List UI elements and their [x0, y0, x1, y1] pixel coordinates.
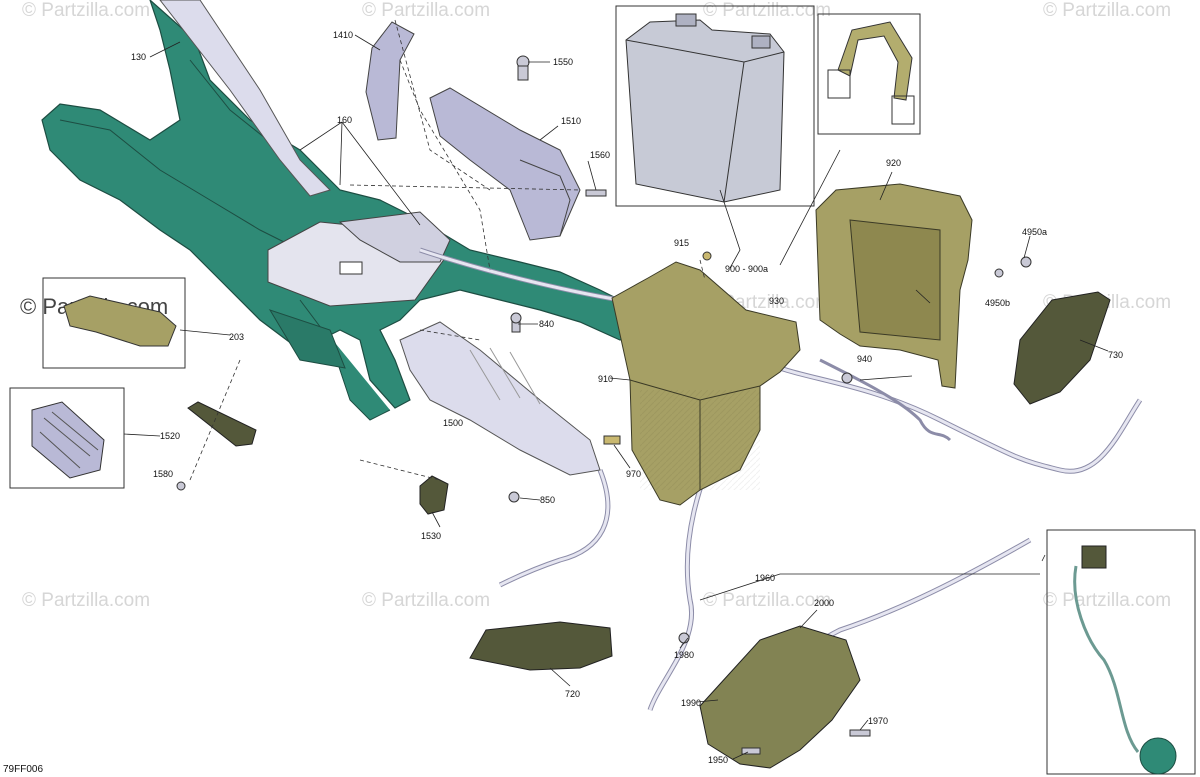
wire-harness: [419, 247, 1143, 711]
battery-inset-box: [615, 5, 815, 207]
watermark: © Partzilla.com: [362, 590, 491, 611]
part-label: 1990: [681, 698, 702, 708]
part-label: 1530: [421, 531, 442, 541]
part-label: 850: [540, 495, 556, 505]
cover-920: [815, 183, 973, 389]
part-label: 1950: [708, 755, 729, 765]
part-label: 1560: [590, 150, 611, 160]
watermark: © Partzilla.com: [22, 590, 151, 611]
ecu-module: [267, 211, 451, 307]
part-label: 1960: [755, 573, 776, 583]
tail-light-730: [1013, 291, 1111, 405]
part-label: 730: [1108, 350, 1124, 360]
strap-inset-box: [817, 13, 921, 135]
part-label: 915: [674, 238, 690, 248]
harness-guide-1500: [399, 321, 601, 476]
leader-lines: [123, 34, 1109, 760]
watermark: © Partzilla.com: [703, 590, 832, 611]
bracket-2000: [699, 625, 861, 769]
battery-strap-part: [827, 21, 915, 125]
frame-assembly: [41, 0, 651, 421]
connector-inset-box: [1046, 529, 1196, 775]
part-label: 130: [131, 52, 147, 62]
clip-inset-box: [42, 277, 186, 369]
connector-1530: [419, 475, 449, 515]
part-label: 920: [886, 158, 902, 168]
dashed-guides: [189, 19, 706, 481]
part-label: 4950b: [985, 298, 1011, 308]
part-label: 930: [769, 296, 785, 306]
watermark: © Partzilla.com: [1043, 0, 1172, 21]
part-label: 1500: [443, 418, 464, 428]
part-label: 720: [565, 689, 581, 699]
diagram-code: 79FF006: [3, 764, 44, 775]
watermark: © Partzilla.com: [703, 0, 832, 21]
connector-inset-part: [1073, 545, 1177, 775]
battery-part: [625, 13, 785, 203]
part-label: 1550: [553, 57, 574, 67]
watermark: © Partzilla.com: [22, 0, 151, 21]
part-label: 2000: [814, 598, 835, 608]
part-label: 1980: [674, 650, 695, 660]
part-label: 1410: [333, 30, 354, 40]
part-label: 1520: [160, 431, 181, 441]
part-label: 4950a: [1022, 227, 1048, 237]
clip-203: [63, 295, 177, 347]
fuse-block-1520: [31, 401, 105, 479]
part-label: 203: [229, 332, 245, 342]
bracket-1410: [365, 21, 415, 141]
part-label: 1510: [561, 116, 582, 126]
part-label: 840: [539, 319, 555, 329]
cover-1510: [429, 87, 581, 241]
fasteners: [176, 55, 1032, 755]
part-label: 160: [337, 115, 353, 125]
part-label: 1970: [868, 716, 889, 726]
lamp-720: [469, 621, 613, 671]
watermark: © Partzilla.com: [362, 0, 491, 21]
tray-910: [611, 261, 801, 506]
part-label: 1580: [153, 469, 174, 479]
fuse-holder-1520: [187, 401, 257, 447]
fuse-inset-box: [9, 387, 125, 489]
part-label: 940: [857, 354, 873, 364]
part-label: 970: [626, 469, 642, 479]
part-label: 910: [598, 374, 614, 384]
part-label: 900 - 900a: [725, 264, 769, 274]
